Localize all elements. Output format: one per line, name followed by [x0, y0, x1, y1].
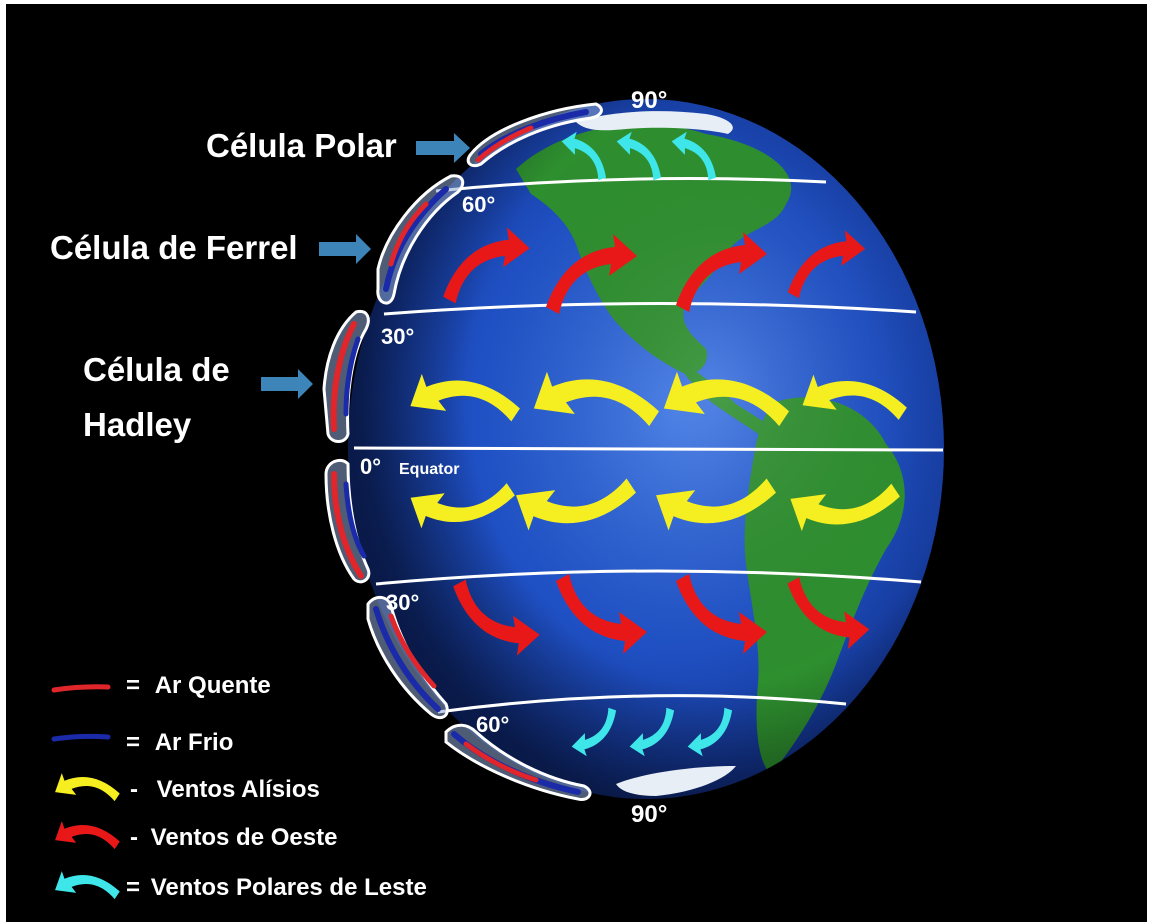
north-ice-cap: [576, 111, 733, 134]
lat-label-south-90: 90°: [631, 801, 667, 828]
legend-symbol: -: [130, 776, 138, 803]
lat-label-south-60: 60°: [476, 712, 509, 737]
polar-cell-north: [466, 102, 603, 168]
lat-label-north-30: 30°: [381, 324, 414, 349]
atmospheric-circulation-diagram: 90° 60° 30° 0° Equator 30° 60° 90°: [48, 87, 944, 922]
right-arrow-icon: [319, 234, 371, 264]
legend-item-warm-air: = Ar Quente: [126, 672, 271, 700]
lat-label-south-30: 30°: [386, 590, 419, 615]
lat-label-equator-deg: 0°: [360, 454, 381, 479]
cell-pointers: [261, 133, 470, 399]
legend-label: Ventos de Oeste: [150, 824, 338, 851]
ferrel-cell-north: [376, 174, 465, 305]
westerlies-icon: [48, 801, 122, 872]
legend-symbol: =: [126, 672, 141, 699]
legend-symbol: =: [126, 874, 141, 901]
legend-item-trade-winds: - Ventos Alísios: [130, 776, 320, 804]
warm-air-swatch: [51, 684, 111, 693]
circulation-cells: [322, 102, 603, 802]
right-arrow-icon: [416, 133, 470, 163]
legend-item-westerlies: - Ventos de Oeste: [130, 824, 337, 852]
legend-symbol: =: [126, 729, 141, 756]
hadley-cell-label-line2: Hadley: [83, 406, 192, 443]
legend-label: Ventos Alísios: [156, 776, 320, 803]
hadley-cell-north: [322, 309, 370, 443]
right-arrow-icon: [261, 369, 313, 399]
latitude-lines: [353, 177, 944, 714]
ferrel-cell-label: Célula de Ferrel: [50, 229, 298, 266]
ferrel-cell-south: [366, 596, 449, 720]
hadley-cell-label-line1: Célula de: [83, 351, 230, 388]
diagram-canvas: 90° 60° 30° 0° Equator 30° 60° 90° Célul…: [6, 4, 1147, 922]
legend-label: Ar Frio: [154, 729, 234, 756]
polar-easterlies-icon: [48, 851, 122, 922]
lat-label-north-90: 90°: [631, 87, 667, 114]
legend-item-cold-air: = Ar Frio: [126, 729, 233, 757]
polar-cell-south: [444, 723, 592, 802]
lat-label-equator-name: Equator: [399, 461, 459, 478]
polar-cell-label: Célula Polar: [206, 127, 397, 164]
south-ice-cap: [616, 766, 736, 796]
legend-symbols: [48, 684, 122, 922]
lat-label-north-60: 60°: [462, 192, 495, 217]
hadley-cell-south: [324, 458, 371, 584]
legend-item-polar-easterlies: = Ventos Polares de Leste: [126, 874, 427, 902]
legend-label: Ventos Polares de Leste: [150, 874, 427, 901]
trade-winds-icon: [48, 753, 122, 824]
legend-symbol: -: [130, 824, 138, 851]
legend-label: Ar Quente: [154, 672, 271, 699]
cold-air-swatch: [51, 733, 111, 742]
